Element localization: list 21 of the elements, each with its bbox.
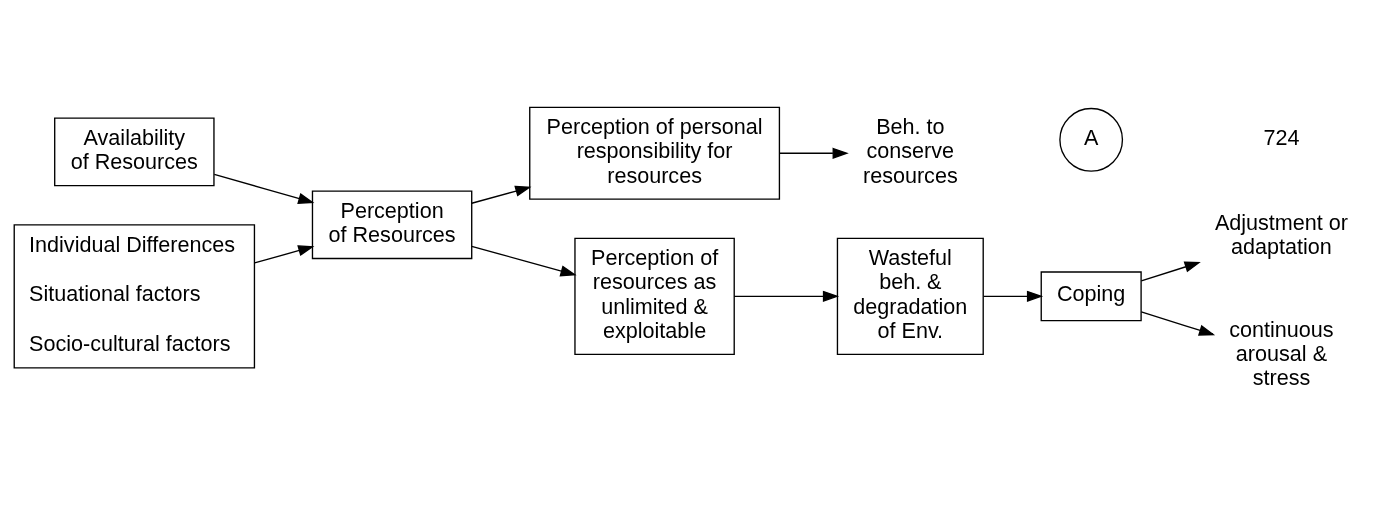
node-box: Perception of personal responsibility for resources [529,106,781,200]
node-box: Coping [1040,270,1142,321]
arrow [471,245,577,276]
arrow [733,290,840,302]
node-text: Beh. to conserve resources [862,113,958,188]
arrow [1140,261,1201,282]
node-box: Perception of resources as unlimited & exploitable [574,237,735,355]
node-text: Adjustment or adaptation [1214,209,1349,259]
arrow [471,185,532,204]
node-box: Perception of Resources [311,189,473,259]
arrow [1140,310,1216,336]
label: 724 [1263,124,1300,150]
node-box: Availability of Resources [54,117,215,186]
node-circle: A [1059,107,1124,172]
arrow [253,244,315,264]
node-box: Wasteful beh. & degradation of Env. [836,237,984,355]
node-text: continuous arousal & stress [1229,316,1334,390]
arrow [778,147,849,159]
arrow [213,173,315,204]
arrow [982,290,1044,302]
node-box: Individual Differences Situational factors Socio-cultural factors [13,223,256,369]
